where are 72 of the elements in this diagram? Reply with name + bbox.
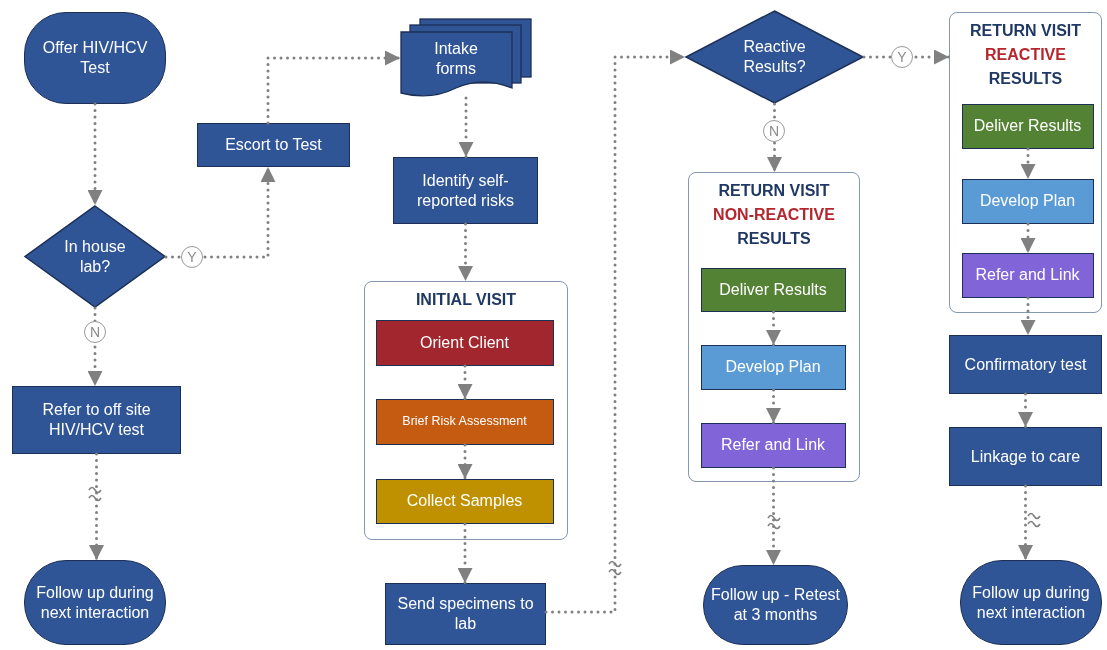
- edge-label: N: [763, 120, 785, 142]
- group-heading: RETURN VISIT: [968, 21, 1083, 41]
- box-label: Escort to Test: [225, 135, 322, 155]
- group-heading: INITIAL VISIT: [414, 290, 518, 310]
- arrow: [1020, 147, 1036, 181]
- process-box: [12, 386, 181, 454]
- group-heading: RESULTS: [736, 229, 812, 249]
- box-label: Collect Samples: [406, 491, 523, 511]
- process-box: [375, 478, 554, 524]
- arrow: [1020, 296, 1036, 337]
- edge-label: Y: [891, 46, 913, 68]
- arrow: [458, 96, 474, 159]
- arrow: [266, 50, 402, 125]
- box-label: Refer and Link: [720, 435, 826, 455]
- group-panel: [364, 281, 568, 540]
- terminal-label: Follow up - Retest at 3 months: [710, 585, 841, 625]
- box-label: Confirmatory test: [964, 354, 1087, 375]
- terminal-label: Follow up during next interaction: [971, 582, 1091, 623]
- arrow: [87, 306, 103, 388]
- box-label: Develop Plan: [725, 357, 821, 377]
- edge-label: N: [84, 321, 106, 343]
- process-box: [375, 398, 554, 445]
- arrow: [87, 102, 103, 207]
- arrow: [457, 364, 473, 401]
- arrow: [1020, 222, 1036, 255]
- box-label: Deliver Results: [719, 279, 827, 300]
- arrow: [1018, 392, 1033, 429]
- box-label: Identify self-reported risks: [416, 170, 515, 211]
- arrow: [457, 443, 473, 481]
- group-heading: RETURN VISIT: [717, 181, 831, 201]
- process-box: [949, 335, 1102, 394]
- terminal-label: Offer HIV/HCV Test: [41, 38, 149, 78]
- arrow: [457, 522, 473, 585]
- group-panel: [949, 12, 1102, 313]
- terminal-label: Follow up during next interaction: [35, 582, 155, 623]
- group-heading: NON-REACTIVE: [712, 205, 836, 225]
- process-box: [375, 319, 554, 366]
- arrow: [164, 165, 276, 259]
- process-box: [961, 178, 1094, 224]
- process-box: [700, 422, 846, 468]
- arrow: [89, 452, 104, 562]
- arrow: [766, 388, 781, 425]
- arrow: [862, 49, 951, 65]
- edge-label: Y: [181, 246, 203, 268]
- arrow: [544, 49, 687, 614]
- group-panel: [688, 172, 860, 482]
- process-box: [700, 267, 846, 312]
- decision-label: Reactive Results?: [742, 37, 807, 77]
- box-label: Send specimens to lab: [396, 594, 535, 634]
- box-label: Orient Client: [420, 332, 509, 353]
- arrow: [767, 102, 782, 174]
- process-box: [961, 103, 1094, 149]
- document-label: Intake forms: [433, 39, 479, 79]
- box-label: Refer to off site HIV/HCV test: [41, 400, 152, 440]
- box-label: Brief Risk Assessment: [402, 413, 527, 430]
- process-box: [949, 427, 1102, 486]
- process-box: [385, 583, 546, 645]
- arrow: [766, 466, 781, 567]
- box-label: Develop Plan: [979, 191, 1076, 211]
- arrow: [458, 222, 473, 283]
- box-label: Linkage to care: [970, 446, 1081, 467]
- arrow: [1018, 484, 1033, 562]
- decision-label: In house lab?: [63, 236, 127, 277]
- box-label: Refer and Link: [975, 265, 1080, 285]
- group-heading: RESULTS: [987, 69, 1064, 89]
- process-box: [197, 123, 350, 167]
- process-box: [393, 157, 538, 224]
- arrow: [766, 310, 781, 347]
- process-box: [961, 252, 1094, 298]
- box-label: Deliver Results: [973, 116, 1082, 136]
- group-heading: REACTIVE: [984, 45, 1067, 65]
- process-box: [700, 344, 846, 390]
